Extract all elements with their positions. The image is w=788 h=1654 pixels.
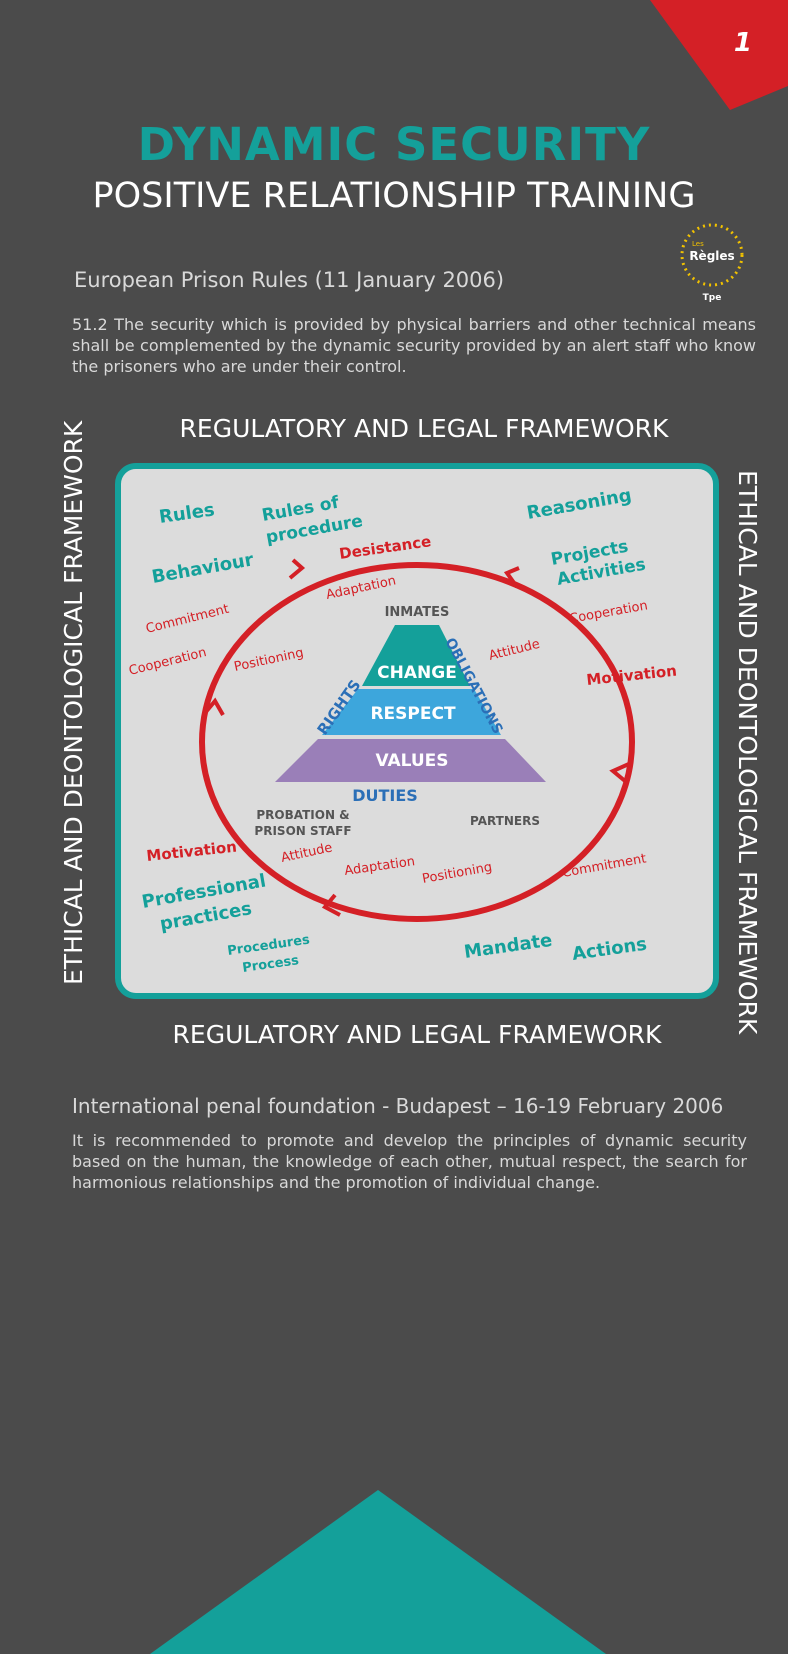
dynamic-security-diagram: CHANGE RESPECT VALUES INMATES RIGHTS OBL… [115,463,719,999]
cycle-arrow-icon [203,697,225,716]
framework-label-top: REGULATORY AND LEGAL FRAMEWORK [179,414,669,443]
pyramid-tier-respect [322,689,501,735]
section-heading-budapest: International penal foundation - Budapes… [72,1094,724,1118]
bottom-decoration [150,1490,606,1654]
label-duties: DUTIES [352,786,418,805]
pyramid-tier-values [275,739,546,782]
section-heading-european-rules: European Prison Rules (11 January 2006) [74,268,505,292]
framework-label-left: ETHICAL AND DEONTOLOGICAL FRAMEWORK [59,420,88,985]
framework-label-bottom: REGULATORY AND LEGAL FRAMEWORK [172,1020,662,1049]
cycle-arrow-icon [288,558,306,580]
section-body-european-rules: 51.2 The security which is provided by p… [72,315,756,376]
framework-label-right: ETHICAL AND DEONTOLOGICAL FRAMEWORK [733,470,762,1035]
label-inmates: INMATES [385,605,450,620]
logo-name-text: Règles [689,249,734,263]
page-subtitle: POSITIVE RELATIONSHIP TRAINING [92,176,696,216]
cycle-arrow-icon [321,893,341,917]
regles-logo: Les Règles Tpe [680,223,744,303]
cycle-arrow-icon [609,761,632,783]
pyramid-label-respect: RESPECT [370,704,455,724]
cycle-arrow-icon [503,566,520,589]
label-partners: PARTNERS [470,814,540,828]
pyramid-label-values: VALUES [375,751,448,771]
section-body-budapest: It is recommended to promote and develop… [72,1131,747,1192]
logo-top-text: Les [692,240,704,248]
label-staff-line1: PROBATION & [256,808,349,822]
page-number: 1 [733,28,752,58]
logo-bottom-text: Tpe [703,293,722,303]
pyramid-tier-change [362,625,470,686]
label-staff-line2: PRISON STAFF [254,824,351,838]
page-title: DYNAMIC SECURITY [137,118,651,171]
page-corner-tab [650,0,788,110]
cycle-ellipse [199,562,635,922]
pyramid-label-change: CHANGE [377,663,457,683]
